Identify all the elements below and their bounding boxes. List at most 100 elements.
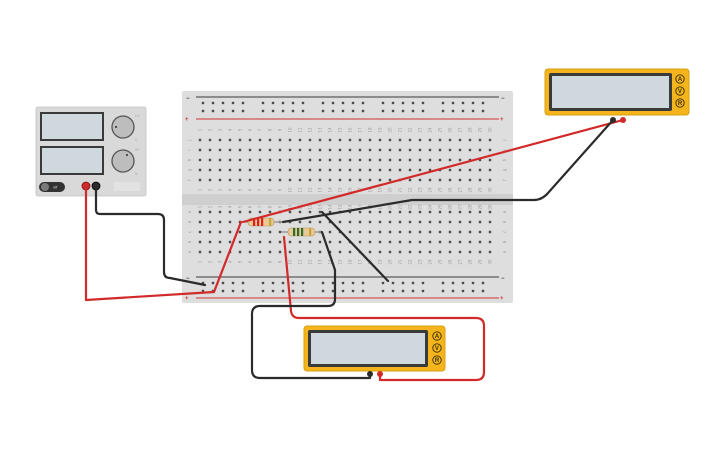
breadboard-hole[interactable] bbox=[258, 250, 262, 254]
rail-hole[interactable] bbox=[481, 281, 485, 285]
breadboard-hole[interactable] bbox=[268, 230, 272, 234]
rail-hole[interactable] bbox=[201, 109, 205, 113]
rail-hole[interactable] bbox=[351, 109, 355, 113]
rail-hole[interactable] bbox=[381, 109, 385, 113]
breadboard-hole[interactable] bbox=[278, 138, 282, 142]
rail-hole[interactable] bbox=[331, 109, 335, 113]
rail-hole[interactable] bbox=[461, 281, 465, 285]
rail-hole[interactable] bbox=[331, 101, 335, 105]
breadboard-hole[interactable] bbox=[368, 148, 372, 152]
breadboard-hole[interactable] bbox=[378, 158, 382, 162]
breadboard-hole[interactable] bbox=[268, 168, 272, 172]
rail-hole[interactable] bbox=[361, 289, 365, 293]
breadboard-hole[interactable] bbox=[378, 230, 382, 234]
breadboard-hole[interactable] bbox=[358, 138, 362, 142]
breadboard-hole[interactable] bbox=[238, 230, 242, 234]
rail-hole[interactable] bbox=[201, 289, 205, 293]
breadboard-hole[interactable] bbox=[258, 230, 262, 234]
rail-hole[interactable] bbox=[341, 109, 345, 113]
breadboard-hole[interactable] bbox=[398, 210, 402, 214]
breadboard-hole[interactable] bbox=[428, 148, 432, 152]
rail-hole[interactable] bbox=[411, 289, 415, 293]
rail-hole[interactable] bbox=[481, 289, 485, 293]
rail-hole[interactable] bbox=[301, 281, 305, 285]
breadboard-hole[interactable] bbox=[248, 148, 252, 152]
breadboard-hole[interactable] bbox=[468, 138, 472, 142]
breadboard-hole[interactable] bbox=[338, 240, 342, 244]
rail-hole[interactable] bbox=[461, 289, 465, 293]
breadboard-hole[interactable] bbox=[218, 230, 222, 234]
breadboard-hole[interactable] bbox=[408, 168, 412, 172]
breadboard-hole[interactable] bbox=[308, 168, 312, 172]
rail-hole[interactable] bbox=[381, 101, 385, 105]
breadboard-hole[interactable] bbox=[218, 240, 222, 244]
wire-supply-positive[interactable] bbox=[84, 184, 216, 302]
breadboard-hole[interactable] bbox=[338, 250, 342, 254]
rail-hole[interactable] bbox=[411, 281, 415, 285]
breadboard-hole[interactable] bbox=[208, 168, 212, 172]
breadboard-hole[interactable] bbox=[298, 158, 302, 162]
rail-hole[interactable] bbox=[461, 109, 465, 113]
rail-hole[interactable] bbox=[401, 109, 405, 113]
breadboard-hole[interactable] bbox=[268, 158, 272, 162]
breadboard-hole[interactable] bbox=[458, 240, 462, 244]
breadboard-hole[interactable] bbox=[438, 230, 442, 234]
breadboard-hole[interactable] bbox=[368, 220, 372, 224]
breadboard-hole[interactable] bbox=[458, 220, 462, 224]
breadboard-hole[interactable] bbox=[478, 220, 482, 224]
breadboard-hole[interactable] bbox=[198, 158, 202, 162]
rail-hole[interactable] bbox=[331, 289, 335, 293]
breadboard-hole[interactable] bbox=[238, 250, 242, 254]
breadboard-hole[interactable] bbox=[378, 148, 382, 152]
rail-hole[interactable] bbox=[361, 281, 365, 285]
rail-hole[interactable] bbox=[261, 101, 265, 105]
rail-hole[interactable] bbox=[281, 109, 285, 113]
top-meter-com-terminal[interactable] bbox=[610, 117, 616, 123]
breadboard-hole[interactable] bbox=[268, 178, 272, 182]
rail-hole[interactable] bbox=[211, 281, 215, 285]
breadboard-hole[interactable] bbox=[368, 240, 372, 244]
breadboard-hole[interactable] bbox=[398, 138, 402, 142]
breadboard-hole[interactable] bbox=[378, 178, 382, 182]
breadboard-hole[interactable] bbox=[398, 168, 402, 172]
breadboard-hole[interactable] bbox=[418, 210, 422, 214]
breadboard-hole[interactable] bbox=[398, 250, 402, 254]
ammeter-mode-button[interactable] bbox=[432, 331, 442, 341]
breadboard-hole[interactable] bbox=[448, 220, 452, 224]
rail-hole[interactable] bbox=[451, 289, 455, 293]
breadboard-hole[interactable] bbox=[278, 230, 282, 234]
breadboard-hole[interactable] bbox=[198, 148, 202, 152]
breadboard-hole[interactable] bbox=[208, 138, 212, 142]
breadboard-hole[interactable] bbox=[308, 158, 312, 162]
breadboard-hole[interactable] bbox=[348, 148, 352, 152]
breadboard-hole[interactable] bbox=[198, 178, 202, 182]
rail-hole[interactable] bbox=[231, 109, 235, 113]
breadboard-hole[interactable] bbox=[478, 230, 482, 234]
breadboard-hole[interactable] bbox=[248, 178, 252, 182]
rail-hole[interactable] bbox=[391, 101, 395, 105]
breadboard-hole[interactable] bbox=[428, 158, 432, 162]
rail-hole[interactable] bbox=[321, 101, 325, 105]
rail-hole[interactable] bbox=[211, 101, 215, 105]
breadboard-hole[interactable] bbox=[228, 220, 232, 224]
breadboard-hole[interactable] bbox=[358, 230, 362, 234]
top-meter-positive-terminal[interactable] bbox=[620, 117, 626, 123]
breadboard-hole[interactable] bbox=[438, 250, 442, 254]
breadboard-hole[interactable] bbox=[388, 230, 392, 234]
breadboard-hole[interactable] bbox=[358, 158, 362, 162]
breadboard-hole[interactable] bbox=[198, 138, 202, 142]
breadboard-hole[interactable] bbox=[238, 158, 242, 162]
breadboard-hole[interactable] bbox=[448, 138, 452, 142]
resistor-2[interactable] bbox=[281, 227, 322, 237]
breadboard-hole[interactable] bbox=[388, 210, 392, 214]
breadboard-hole[interactable] bbox=[468, 230, 472, 234]
bottom-meter-positive-terminal[interactable] bbox=[377, 371, 383, 377]
breadboard-hole[interactable] bbox=[358, 178, 362, 182]
multimeter-top[interactable]: A V R bbox=[544, 68, 690, 116]
breadboard-hole[interactable] bbox=[478, 168, 482, 172]
breadboard-hole[interactable] bbox=[468, 178, 472, 182]
wire-bottom-meter-red[interactable] bbox=[282, 235, 486, 382]
rail-hole[interactable] bbox=[301, 289, 305, 293]
rail-hole[interactable] bbox=[421, 109, 425, 113]
